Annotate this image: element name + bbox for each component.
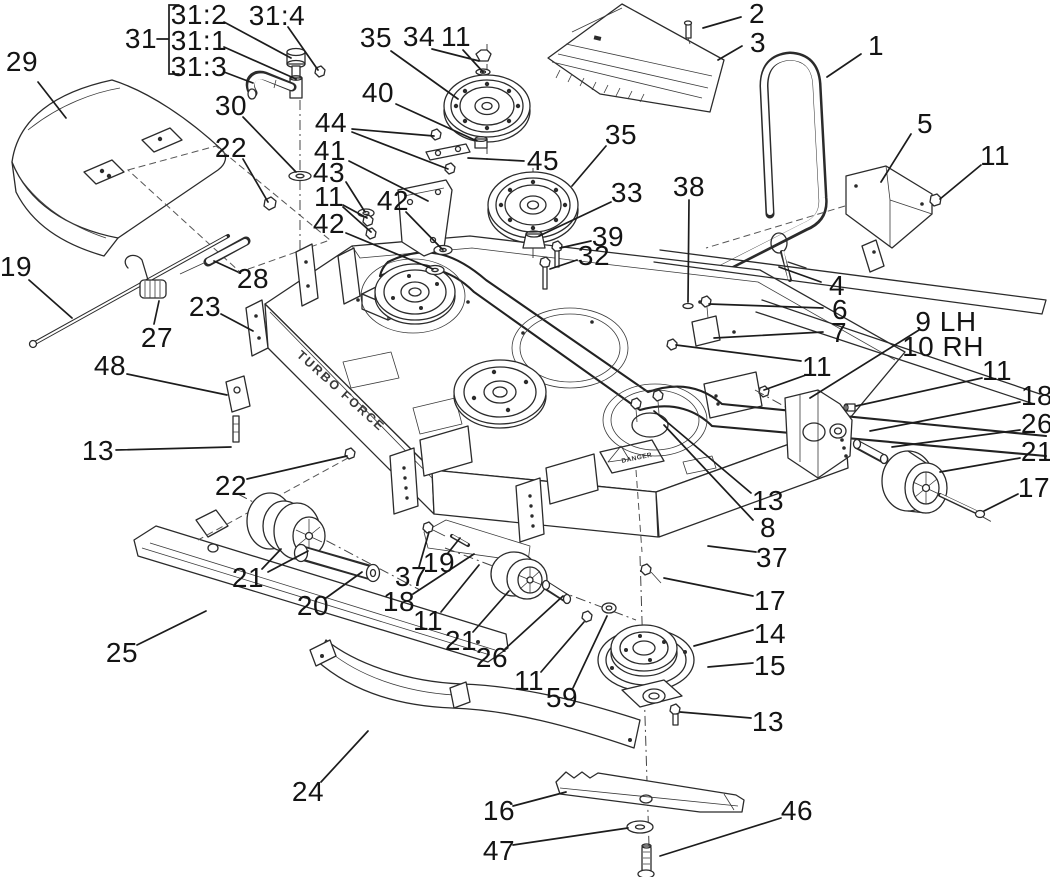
callout-21-a: 21 [1020,436,1050,467]
callout-40: 40 [361,77,395,108]
callout-30: 30 [214,90,248,121]
callout-11-a: 11 [440,21,472,52]
callout-25: 25 [105,637,139,668]
callout-45: 45 [526,145,560,176]
callout-13-c: 13 [751,706,785,737]
callout-38: 38 [672,171,706,202]
callout-31-bracket [156,4,180,75]
spindle-left [360,258,466,334]
callout-21-c: 21 [444,625,478,656]
belt-cover-bracket-5 [705,165,942,273]
callout-24: 24 [291,776,325,807]
callout-18-a: 18 [1020,380,1050,411]
callout-22-b: 22 [214,470,248,501]
callout-33: 33 [610,177,644,208]
callout-31-4: 31:4 [248,0,306,31]
callout-44: 44 [314,107,348,138]
callout-31-2: 31:2 [170,0,228,30]
grass-deflector [11,79,331,273]
callout-4: 4 [828,270,846,301]
callout-31-3: 31:3 [170,51,228,82]
latch-rod [28,234,230,349]
callout-1: 1 [867,30,885,61]
callout-6: 6 [831,294,849,325]
callout-23: 23 [188,291,222,322]
callout-10-rh: 10 RH [902,331,984,362]
callout-46: 46 [780,795,814,826]
callout-8: 8 [759,512,777,543]
callout-18-b: 18 [382,586,416,617]
callout-39: 39 [591,221,625,252]
idler-arm-assembly [357,44,579,290]
callout-28: 28 [236,263,270,294]
mower-blade [555,771,745,877]
spindle-center [453,307,629,429]
callout-26-a: 26 [1020,408,1050,439]
callout-42-a: 42 [312,208,346,239]
roller-20 [293,543,381,583]
drain-fitting-31 [245,47,326,318]
callout-13-a: 13 [81,435,115,466]
spring-latch-27 [124,254,167,299]
callout-48: 48 [93,350,127,381]
callout-43: 43 [312,157,346,188]
callout-34: 34 [402,21,436,52]
callout-29: 29 [5,46,39,77]
callout-59: 59 [545,682,579,713]
callout-16: 16 [482,795,516,826]
callout-19-a: 19 [0,251,33,282]
callout-37-b: 37 [394,561,428,592]
discharge-baffle [547,3,725,113]
callout-11-f: 11 [412,605,444,636]
callout-17-a: 17 [1017,472,1050,503]
callout-41: 41 [313,135,347,166]
callout-2: 2 [748,0,766,29]
callout-26-b: 26 [475,642,509,673]
discharge-chute [309,639,641,749]
callout-11-b: 11 [313,181,345,212]
callout-13-b: 13 [751,485,785,516]
callout-35-b: 35 [604,119,638,150]
callout-11-g: 11 [513,665,545,696]
callout-21-b: 21 [231,562,265,593]
callout-11-d: 11 [801,351,833,382]
callout-11-c: 11 [979,140,1011,171]
caster-fork-right [754,389,993,523]
spindle-right-opening [602,383,708,553]
callout-19-b: 19 [422,547,456,578]
callout-31-1: 31:1 [170,25,228,56]
callout-9-lh: 9 LH [915,306,977,337]
leader-lines [28,4,1021,857]
callout-32: 32 [577,240,611,271]
callout-11-e: 11 [981,355,1013,386]
callout-42-b: 42 [376,185,410,216]
callout-27: 27 [140,322,174,353]
callout-14: 14 [753,618,787,649]
callout-3: 3 [749,27,767,58]
skid-bar-25 [133,509,509,663]
callout-31: 31 [124,23,158,54]
callout-20: 20 [296,590,330,621]
callout-47: 47 [482,835,516,866]
callout-22-a: 22 [214,132,248,163]
callout-7: 7 [830,317,848,348]
roller-rod-28 [179,236,251,275]
callout-15: 15 [753,650,787,681]
callout-37-a: 37 [755,542,789,573]
callout-17-b: 17 [753,585,787,616]
callout-35-a: 35 [359,22,393,53]
callout-5: 5 [916,108,934,139]
